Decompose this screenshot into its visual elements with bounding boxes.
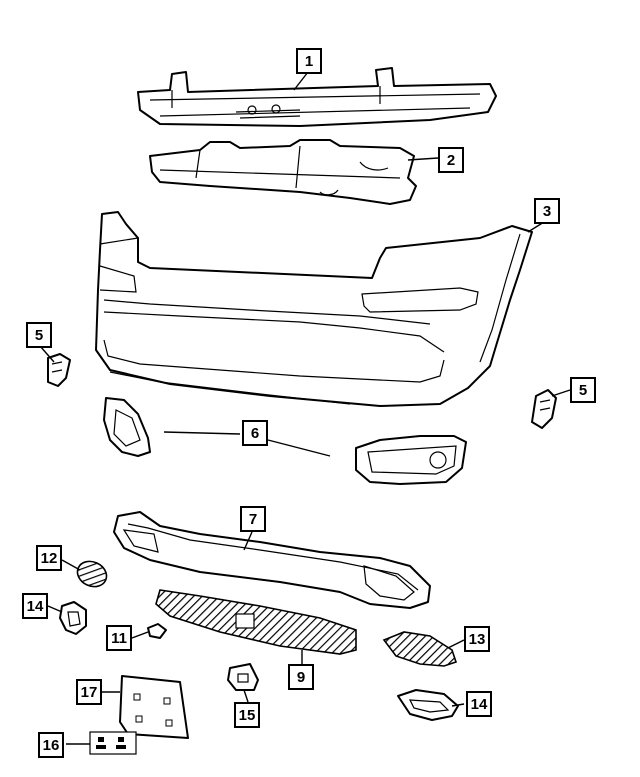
lower-grille <box>155 589 357 655</box>
callout-12: 12 <box>36 545 62 571</box>
callout-14-right: 14 <box>466 691 492 717</box>
lower-fascia <box>113 511 431 609</box>
fog-lamp-bezel-right <box>355 435 467 485</box>
callout-2: 2 <box>438 147 464 173</box>
callout-17: 17 <box>76 679 102 705</box>
bezel-right <box>397 689 459 721</box>
callout-3: 3 <box>534 198 560 224</box>
clip <box>147 623 167 639</box>
fog-lamp-bezel-left <box>103 397 151 457</box>
bracket-small <box>227 663 259 691</box>
reinforcement-beam <box>137 67 497 127</box>
callout-1: 1 <box>296 48 322 74</box>
license-plate-bracket <box>119 675 189 739</box>
leader-lines <box>39 71 571 745</box>
callout-7: 7 <box>240 506 266 532</box>
callout-16: 16 <box>38 732 64 758</box>
hardware-kit <box>89 731 137 755</box>
energy-absorber <box>149 139 417 205</box>
bezel-left <box>59 601 87 635</box>
callout-6: 6 <box>242 420 268 446</box>
callout-13: 13 <box>464 626 490 652</box>
callout-14-left: 14 <box>22 593 48 619</box>
grille-insert-left <box>76 560 108 588</box>
callout-5-right: 5 <box>570 377 596 403</box>
grille-insert-right <box>382 631 458 667</box>
bumper-fascia <box>95 211 533 407</box>
callout-11: 11 <box>106 625 132 651</box>
bracket-right <box>531 389 557 429</box>
callout-5-left: 5 <box>26 322 52 348</box>
callout-9: 9 <box>288 664 314 690</box>
callout-15: 15 <box>234 702 260 728</box>
